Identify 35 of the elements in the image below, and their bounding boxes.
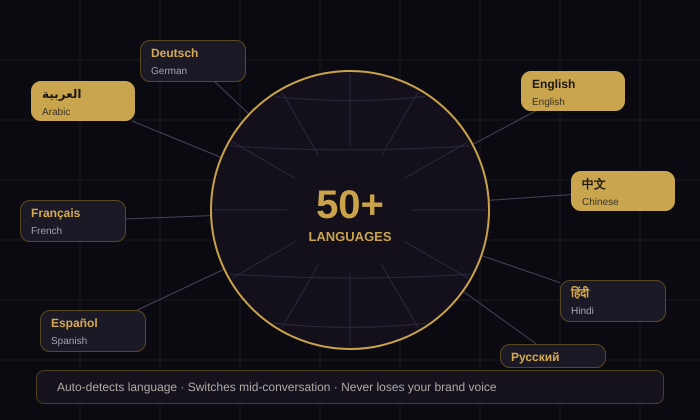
connector-line — [137, 269, 224, 310]
english-name: Arabic — [42, 107, 70, 119]
connector-line — [214, 82, 249, 114]
language-name: English — [532, 76, 576, 92]
connector-line — [132, 120, 221, 158]
connector-line — [482, 255, 560, 284]
english-name: English — [532, 97, 565, 109]
language-count: 50+ — [316, 183, 384, 227]
language-card — [571, 171, 675, 211]
language-name: العربية — [42, 86, 82, 102]
language-name: 中文 — [582, 176, 606, 192]
language-name: Español — [51, 315, 98, 331]
language-card — [20, 200, 126, 242]
english-name: German — [151, 66, 188, 78]
connector-line — [463, 291, 537, 344]
info-bar — [36, 370, 664, 404]
english-name: Chinese — [582, 197, 619, 209]
language-name: Deutsch — [151, 45, 198, 61]
english-name: Spanish — [51, 336, 88, 348]
connector-line — [489, 194, 572, 201]
language-card — [560, 280, 666, 322]
feature-summary: Auto-detects language · Switches mid-conversation · Never loses your brand voice — [57, 380, 497, 394]
language-card — [40, 310, 146, 352]
language-card — [31, 81, 135, 121]
connector-line — [126, 215, 211, 220]
english-name: Hindi — [571, 306, 594, 318]
language-card — [140, 40, 246, 82]
language-name: हिंदी — [571, 285, 589, 301]
language-name: Français — [31, 205, 80, 221]
language-name: Русский — [511, 349, 560, 365]
english-name: French — [31, 226, 62, 238]
language-card — [521, 71, 625, 111]
count-caption: LANGUAGES — [308, 229, 392, 245]
language-card — [500, 344, 606, 368]
connector-line — [473, 110, 536, 145]
